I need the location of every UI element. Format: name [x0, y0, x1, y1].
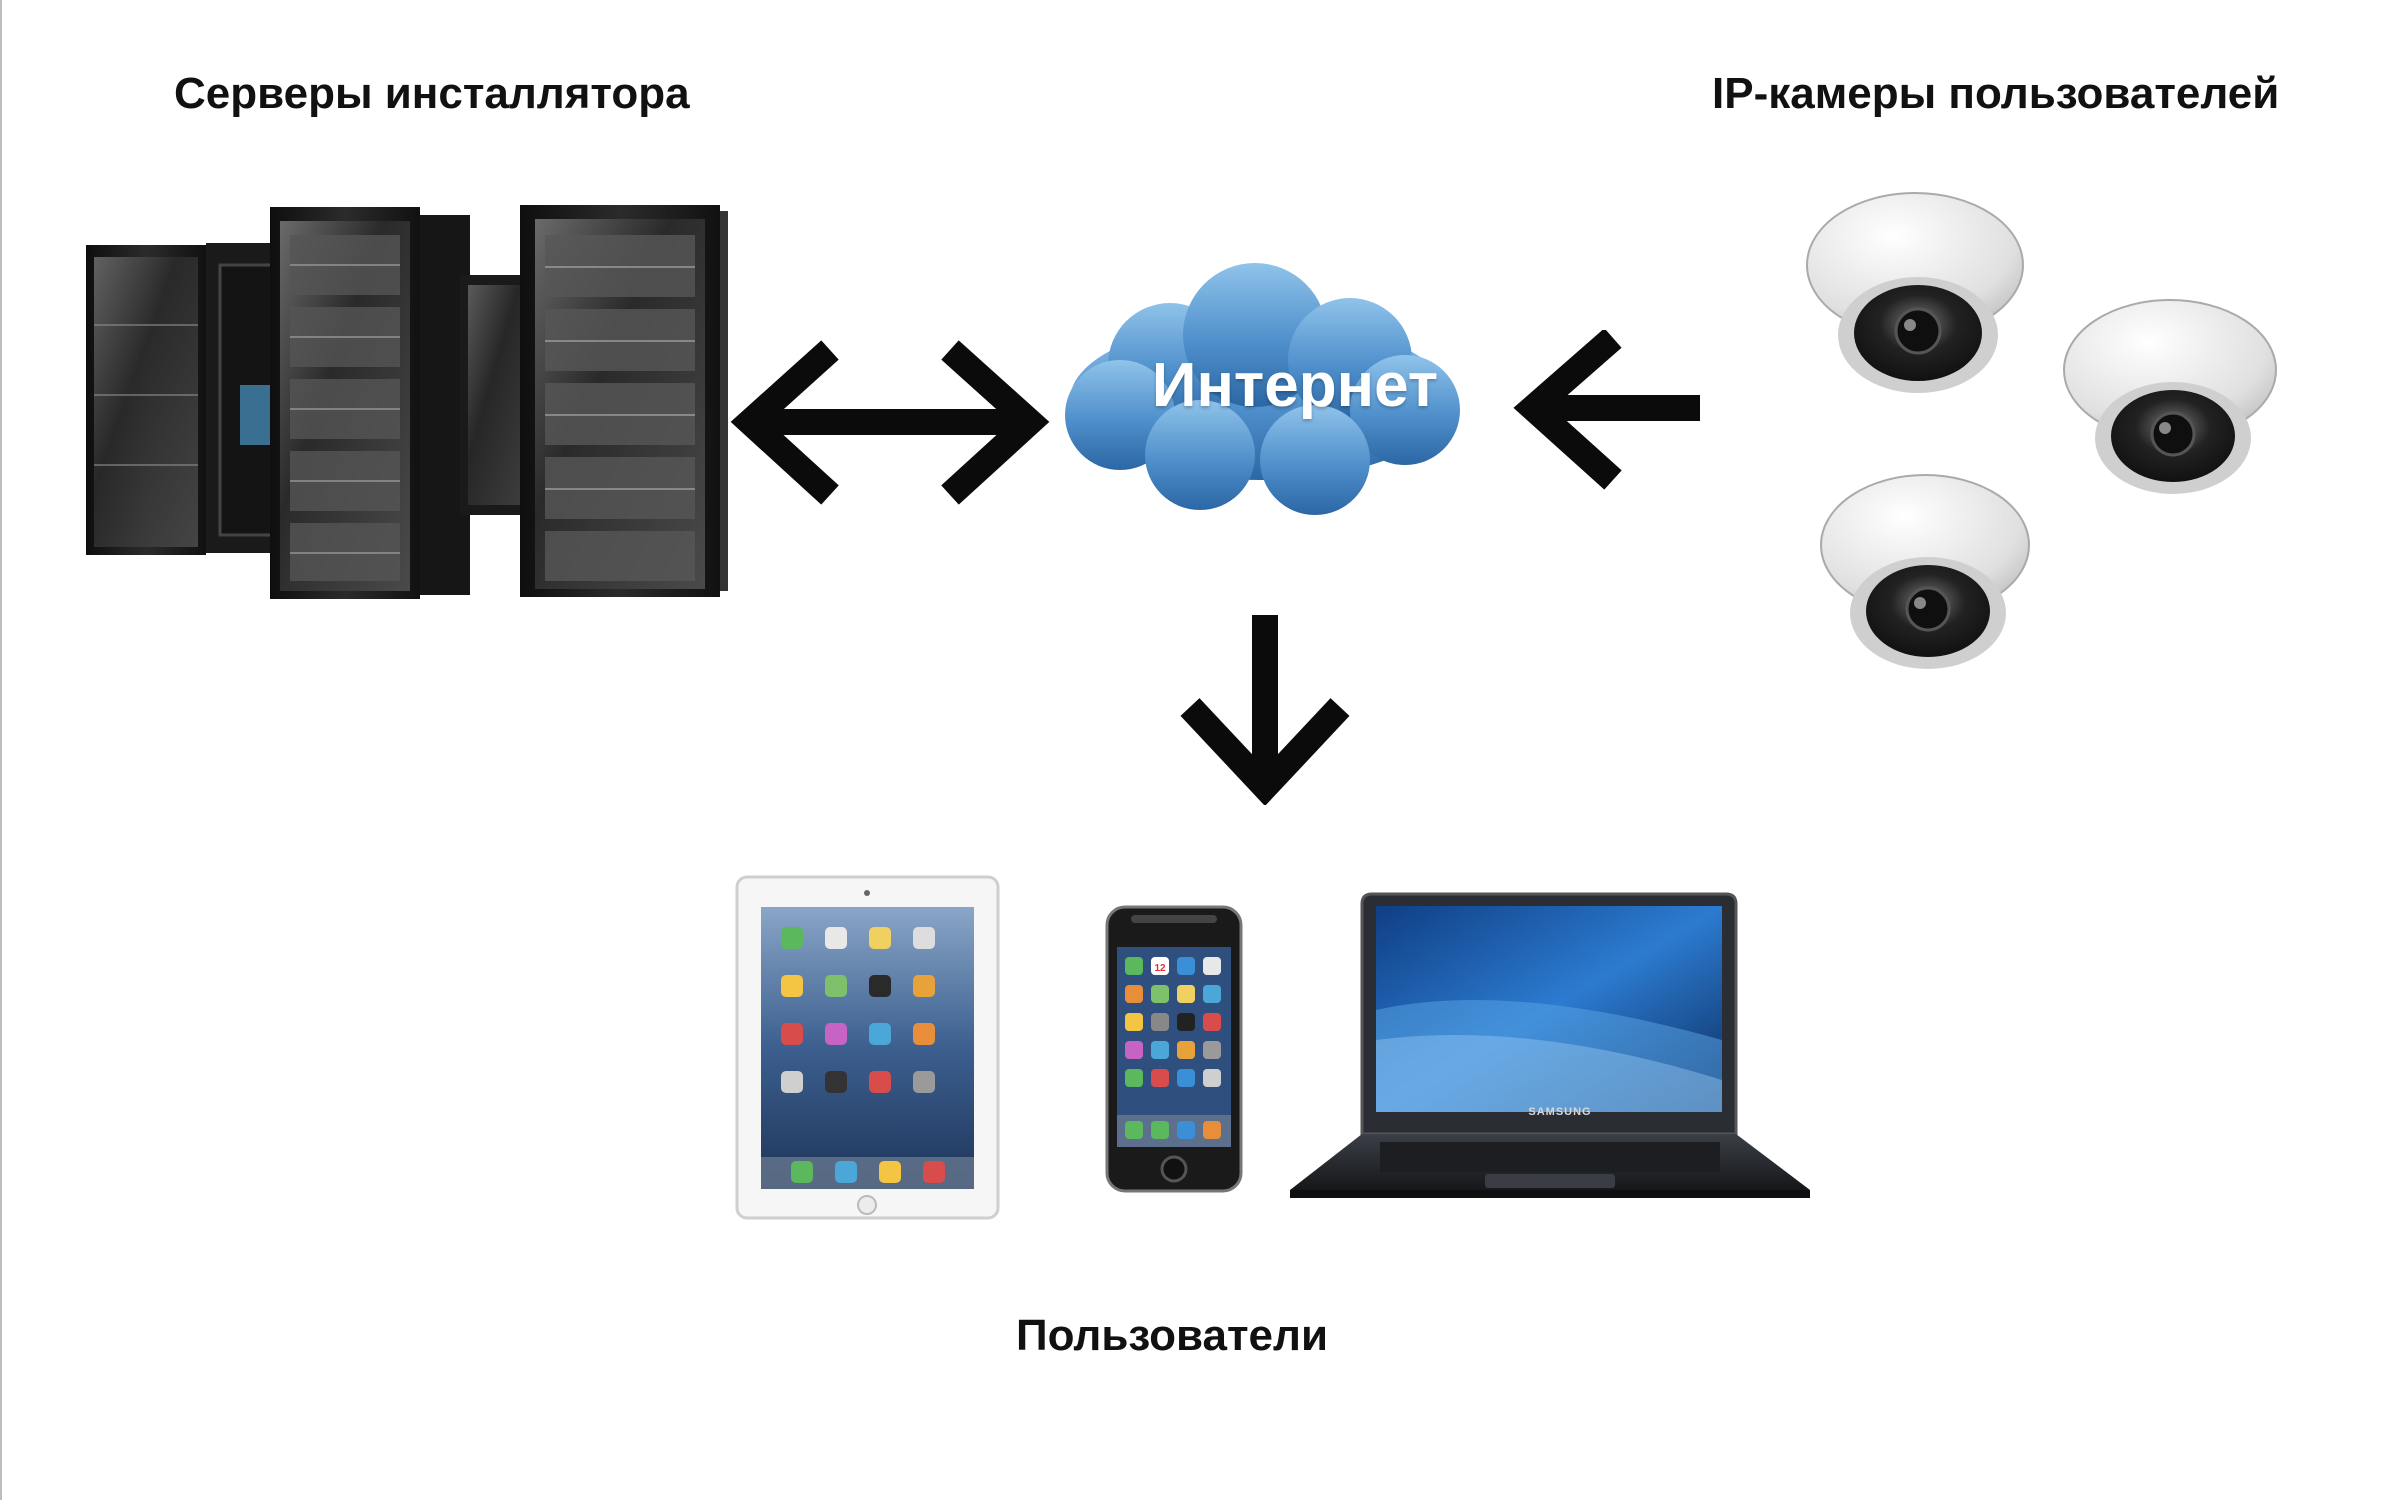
server-rack-icon — [80, 195, 730, 605]
dome-camera-icon — [2055, 290, 2295, 510]
server-rack-2 — [270, 207, 470, 599]
page-edge-line — [0, 0, 2, 1500]
phone-calendar-date: 12 — [1154, 963, 1166, 974]
cloud-label: Интернет — [1151, 351, 1439, 420]
server-rack-4 — [520, 205, 728, 597]
cameras-label: IP-камеры пользователей — [1712, 69, 2280, 118]
smartphone-icon: 12 — [1105, 905, 1245, 1195]
users-label: Пользователи — [1016, 1311, 1329, 1360]
dome-camera-icon — [1800, 185, 2040, 405]
left-arrow-icon — [1505, 330, 1705, 490]
laptop-brand-label: SAMSUNG — [1528, 1106, 1592, 1118]
laptop-icon — [1290, 890, 1810, 1220]
dome-camera-icon — [1810, 465, 2050, 685]
cloud-icon — [1050, 260, 1470, 520]
bidirectional-arrow-icon — [720, 340, 1060, 510]
down-arrow-icon — [1180, 615, 1350, 805]
tablet-icon — [735, 875, 1000, 1220]
servers-label: Серверы инсталлятора — [174, 69, 690, 118]
